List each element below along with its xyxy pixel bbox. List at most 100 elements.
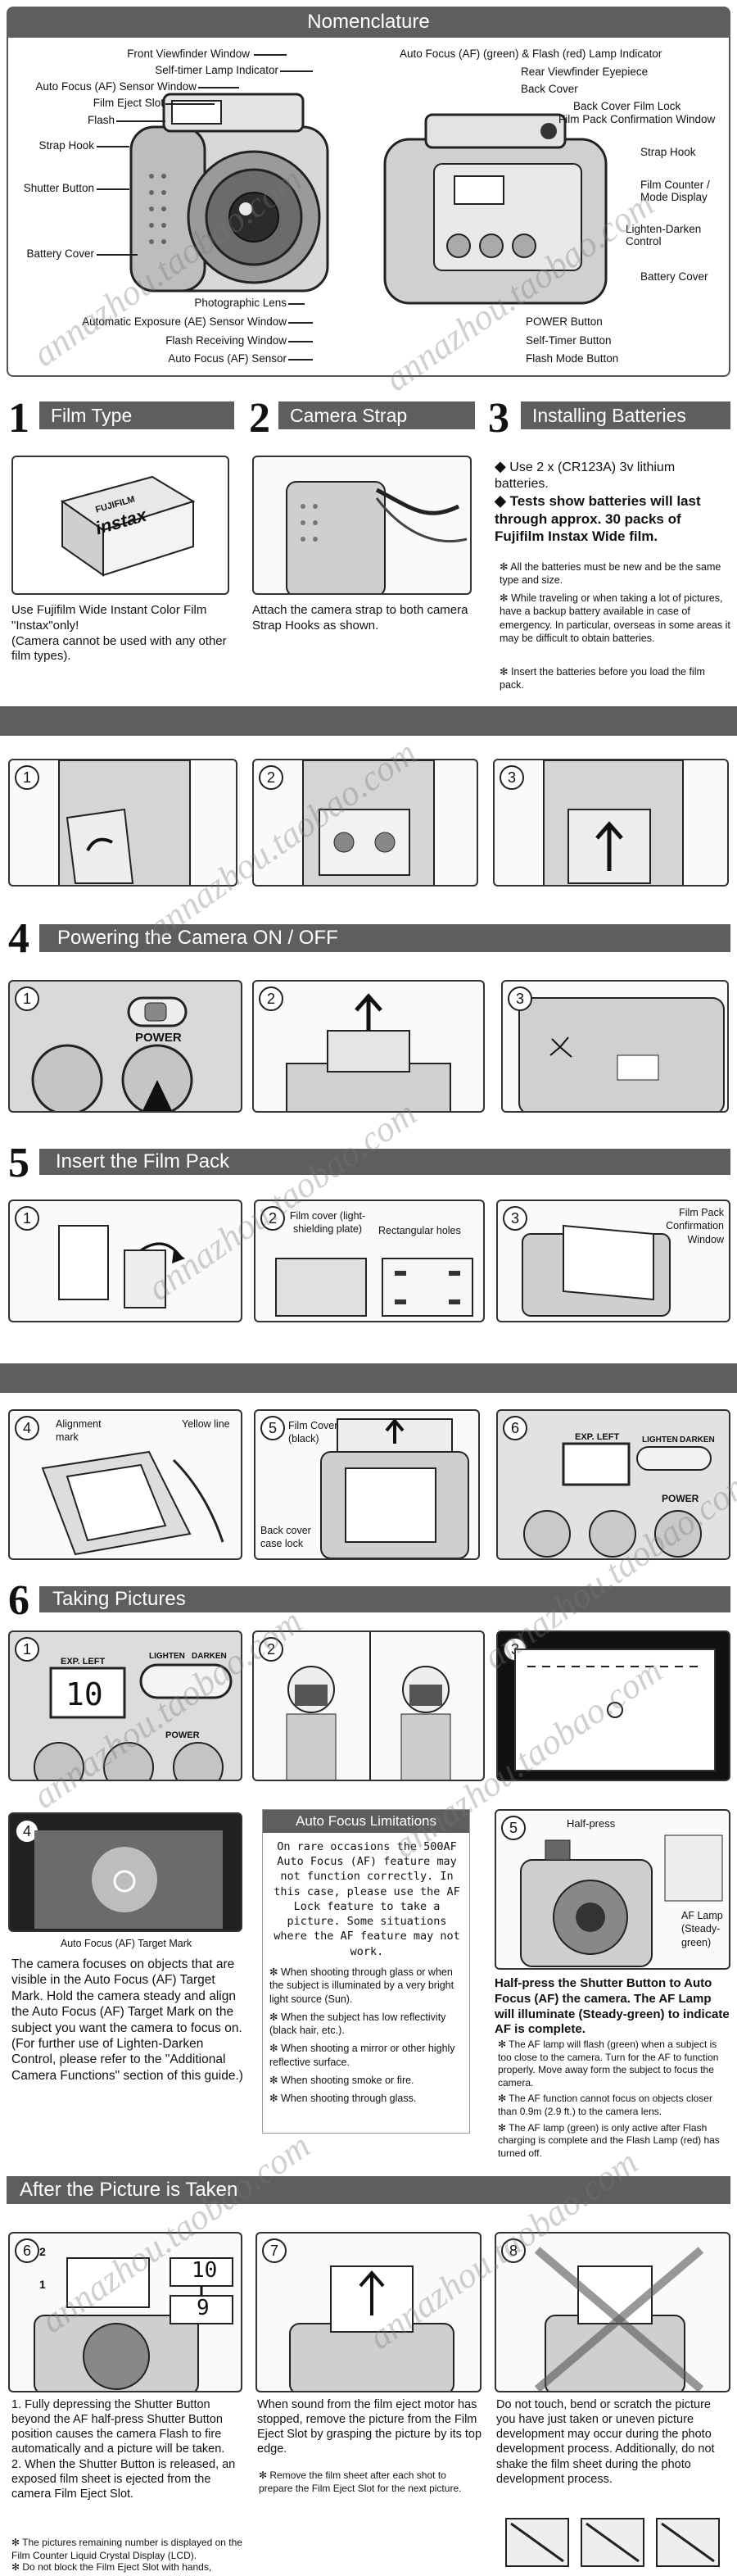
section-2-title: Camera Strap bbox=[278, 401, 475, 429]
section-4-title: Powering the Camera ON / OFF bbox=[39, 924, 730, 952]
label-flash-receiving-window: Flash Receiving Window bbox=[165, 334, 287, 347]
film-type-text: Use Fujifilm Wide Instant Color Film "In… bbox=[11, 603, 227, 664]
battery-steps-band bbox=[0, 706, 737, 736]
label-film-eject-slot: Film Eject Slot bbox=[93, 97, 164, 109]
battery-note-2: ✻ While traveling or when taking a lot o… bbox=[500, 592, 730, 644]
step-number: 1 bbox=[15, 765, 39, 790]
step-number: 2 bbox=[259, 765, 283, 790]
power-label: POWER bbox=[165, 1730, 200, 1740]
af-limitations-text: On rare occasions the 500AF Auto Focus (… bbox=[274, 1840, 460, 1958]
after-title: After the Picture is Taken bbox=[7, 2176, 730, 2204]
counter-bottom: 9 bbox=[197, 2296, 210, 2320]
af-limit-item-text: When shooting smoke or fire. bbox=[280, 2074, 414, 2086]
after-step-8-panel: 8 bbox=[495, 2232, 730, 2392]
af-text: The camera focuses on objects that are v… bbox=[11, 1957, 243, 2083]
half-press-note-text: The AF lamp will flash (green) when a su… bbox=[498, 2039, 719, 2088]
after-step-6-text: 1. Fully depressing the Shutter Button b… bbox=[11, 2398, 236, 2501]
step-number: 1 bbox=[15, 986, 39, 1011]
exp-left-label: EXP. LEFT bbox=[61, 1657, 106, 1667]
label-shutter-button: Shutter Button bbox=[23, 182, 94, 194]
step-number: 6 bbox=[15, 2238, 39, 2263]
battery-step-1-panel: 1 bbox=[8, 759, 237, 887]
step-number: 1 bbox=[15, 1206, 39, 1231]
back-cover-lock-label: Back cover case lock bbox=[260, 1525, 311, 1550]
counter-top: 10 bbox=[192, 2258, 218, 2283]
label-front-viewfinder: Front Viewfinder Window bbox=[127, 48, 250, 60]
label-battery-cover-front: Battery Cover bbox=[26, 247, 94, 260]
af-limit-item: ✻ When shooting smoke or fire. bbox=[269, 2074, 414, 2086]
arrow-2-label: 2 bbox=[39, 2245, 46, 2258]
af-target-caption: Auto Focus (AF) Target Mark bbox=[60, 1938, 192, 1949]
af-limit-item: ✻ When shooting through glass or when th… bbox=[269, 1966, 454, 2005]
label-self-timer-lamp: Self-timer Lamp Indicator bbox=[155, 64, 278, 76]
step-number: 4 bbox=[15, 1416, 39, 1440]
step-number: 6 bbox=[503, 1416, 527, 1440]
label-back-cover-lock: Back Cover Film Lock bbox=[573, 100, 681, 112]
film-step-3-panel: 3 Film Pack Confirmation Window bbox=[496, 1200, 730, 1322]
power-label: POWER bbox=[662, 1493, 699, 1504]
counter-display: 10 bbox=[66, 1676, 103, 1712]
af-limit-item-text: When shooting a mirror or other highly r… bbox=[269, 2043, 455, 2068]
film-step-5-panel: 5 Film Cover (black) Back cover case loc… bbox=[254, 1409, 480, 1560]
label-self-timer-button: Self-Timer Button bbox=[526, 334, 612, 347]
alignment-mark-label: Alignment mark bbox=[56, 1418, 102, 1444]
half-press-note: ✻ The AF lamp will flash (green) when a … bbox=[498, 2039, 719, 2088]
back-camera-illustration bbox=[383, 113, 608, 305]
darken-label: DARKEN bbox=[192, 1652, 227, 1661]
half-press-label: Half-press bbox=[567, 1817, 616, 1830]
label-strap-hook-front: Strap Hook bbox=[38, 139, 94, 152]
label-film-pack-window: Film Pack Confirmation Window bbox=[558, 113, 716, 125]
battery-step-3-panel: 3 bbox=[493, 759, 729, 887]
power-label: POWER bbox=[135, 1031, 182, 1045]
section-1-number: 1 bbox=[8, 395, 29, 442]
battery-note-1-text: All the batteries must be new and be the… bbox=[500, 561, 721, 587]
af-lamp-label: AF Lamp (Steady-green) bbox=[681, 1910, 723, 1948]
section-3-title: Installing Batteries bbox=[521, 401, 730, 429]
section-5-number: 5 bbox=[8, 1140, 29, 1186]
step-number: 5 bbox=[260, 1416, 285, 1440]
step-number: 5 bbox=[501, 1816, 526, 1840]
lighten-label: LIGHTEN bbox=[149, 1652, 185, 1661]
label-rear-viewfinder: Rear Viewfinder Eyepiece bbox=[521, 66, 649, 78]
half-press-note-text: The AF function cannot focus on objects … bbox=[498, 2093, 712, 2117]
label-af-sensor-window: Auto Focus (AF) Sensor Window bbox=[35, 80, 197, 93]
section-1-title: Film Type bbox=[39, 401, 234, 429]
label-af-sensor: Auto Focus (AF) Sensor bbox=[168, 352, 287, 365]
taking-step-3-panel: 3 bbox=[496, 1630, 730, 1781]
after-note-7-text: Remove the film sheet after each shot to… bbox=[259, 2469, 462, 2494]
after-step-6-panel: 6 2 1 10 9 bbox=[8, 2232, 242, 2392]
section-2-number: 2 bbox=[249, 395, 270, 442]
section-5-title: Insert the Film Pack bbox=[39, 1149, 730, 1175]
darken-label: DARKEN bbox=[680, 1435, 715, 1444]
step-number: 2 bbox=[259, 986, 283, 1011]
power-step-3-panel: 3 bbox=[501, 980, 729, 1113]
af-limit-item: ✻ When shooting through glass. bbox=[269, 2093, 417, 2104]
af-target-photo: 4 bbox=[8, 1812, 242, 1932]
label-ae-sensor-window: Automatic Exposure (AE) Sensor Window bbox=[82, 315, 287, 328]
battery-note-2-text: While traveling or when taking a lot of … bbox=[500, 592, 730, 644]
battery-note-1: ✻ All the batteries must be new and be t… bbox=[500, 561, 721, 587]
viewfinder-frame bbox=[514, 1649, 716, 1771]
after-note-6b: ✻ Do not block the Film Eject Slot with … bbox=[11, 2561, 212, 2573]
front-camera-illustration bbox=[129, 93, 329, 293]
after-note-6b-text: Do not block the Film Eject Slot with ha… bbox=[22, 2561, 212, 2573]
af-limit-item: ✻ When shooting a mirror or other highly… bbox=[269, 2043, 455, 2068]
battery-bullet-2-text: Tests show batteries will last through a… bbox=[495, 493, 701, 544]
arrow-1-label: 1 bbox=[39, 2278, 46, 2291]
after-step-7-panel: 7 bbox=[255, 2232, 482, 2392]
strap-panel bbox=[252, 456, 472, 595]
confirm-window-label: Film Pack Confirmation Window bbox=[666, 1207, 724, 1245]
after-step-7-text: When sound from the film eject motor has… bbox=[257, 2398, 482, 2456]
label-power-button: POWER Button bbox=[526, 315, 603, 328]
battery-bullet-1-text: Use 2 x (CR123A) 3v lithium batteries. bbox=[495, 460, 676, 491]
lighten-label: LIGHTEN bbox=[642, 1435, 678, 1444]
do-not-icons bbox=[505, 2518, 720, 2567]
film-step-4-panel: 4 Alignment mark Yellow line bbox=[8, 1409, 242, 1560]
battery-bullet-1: ◆ Use 2 x (CR123A) 3v lithium batteries. bbox=[495, 458, 676, 491]
label-film-counter: Film Counter / Mode Display bbox=[640, 179, 710, 203]
af-limitations-list: ✻ When shooting through glass or when th… bbox=[269, 1966, 464, 2105]
step-number: 2 bbox=[259, 1637, 283, 1662]
film-step-1-panel: 1 bbox=[8, 1200, 242, 1322]
half-press-note: ✻ The AF lamp (green) is only active aft… bbox=[498, 2121, 720, 2159]
film-cover-label: Film cover (light-shielding plate) bbox=[289, 1210, 366, 1236]
